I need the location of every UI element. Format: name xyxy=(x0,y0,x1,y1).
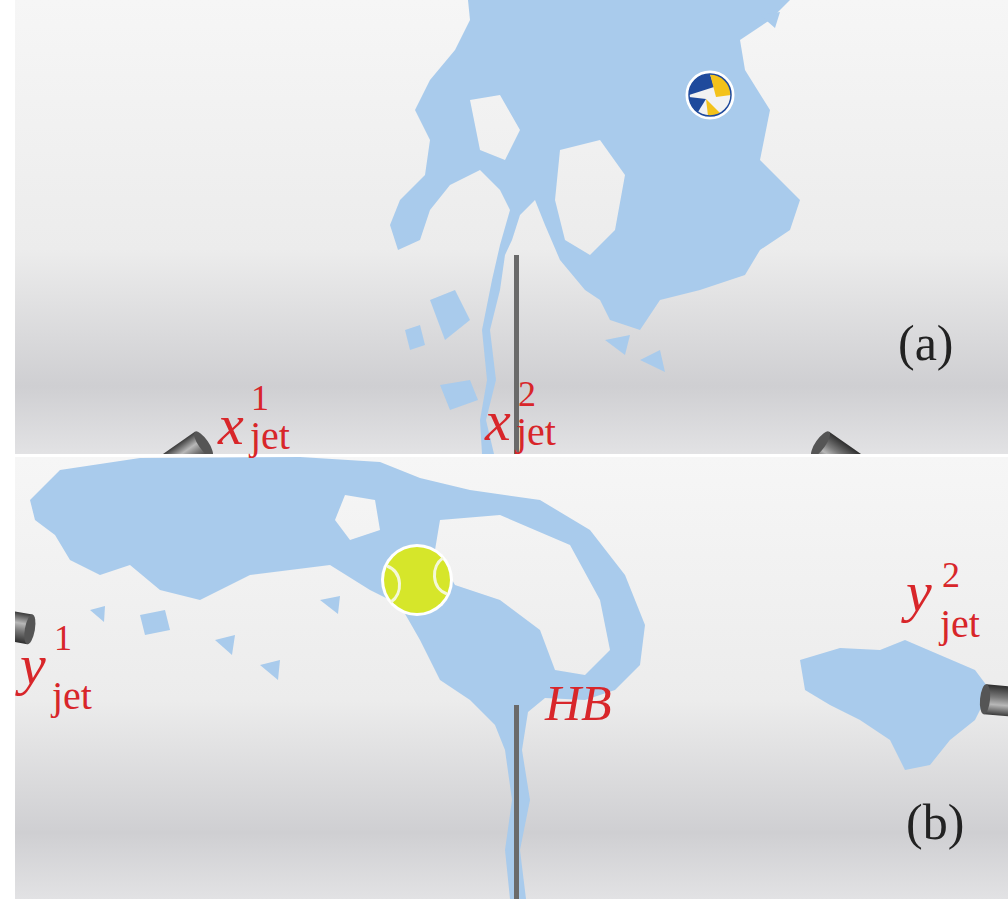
jet-variable: x xyxy=(218,396,244,454)
panel-ground xyxy=(15,0,1008,454)
panel-separator xyxy=(15,454,1008,457)
fluid-drops xyxy=(90,596,340,680)
barrier xyxy=(514,705,519,899)
jet-nozzle xyxy=(808,429,865,454)
panel-label: (b) xyxy=(906,797,964,847)
jet-subscript: jet xyxy=(52,676,92,716)
jet-subscript: jet xyxy=(940,604,980,644)
panel-label: (a) xyxy=(898,318,954,368)
jet-nozzle xyxy=(979,684,1008,719)
jet-nozzle xyxy=(159,429,216,454)
panel-a xyxy=(15,0,1008,454)
panel-ground xyxy=(15,457,1008,899)
jet-variable: y xyxy=(906,563,932,621)
barrier-label: HB xyxy=(545,678,612,728)
jet-subscript: jet xyxy=(516,412,556,452)
jet-index: 1 xyxy=(251,380,269,416)
jet-variable: y xyxy=(20,636,46,694)
jet-index: 2 xyxy=(942,557,960,593)
jet-index: 1 xyxy=(54,620,72,656)
fluid-drops xyxy=(405,12,780,410)
volleyball xyxy=(687,72,733,118)
jet-subscript: jet xyxy=(250,416,290,456)
panel-b xyxy=(15,457,1008,899)
fluid-splash xyxy=(30,457,645,899)
fluid-splash xyxy=(800,640,990,770)
jet-variable: x xyxy=(485,392,511,450)
fluid-splash xyxy=(390,0,800,454)
jet-index: 2 xyxy=(518,376,536,412)
tennis-ball xyxy=(381,544,453,616)
